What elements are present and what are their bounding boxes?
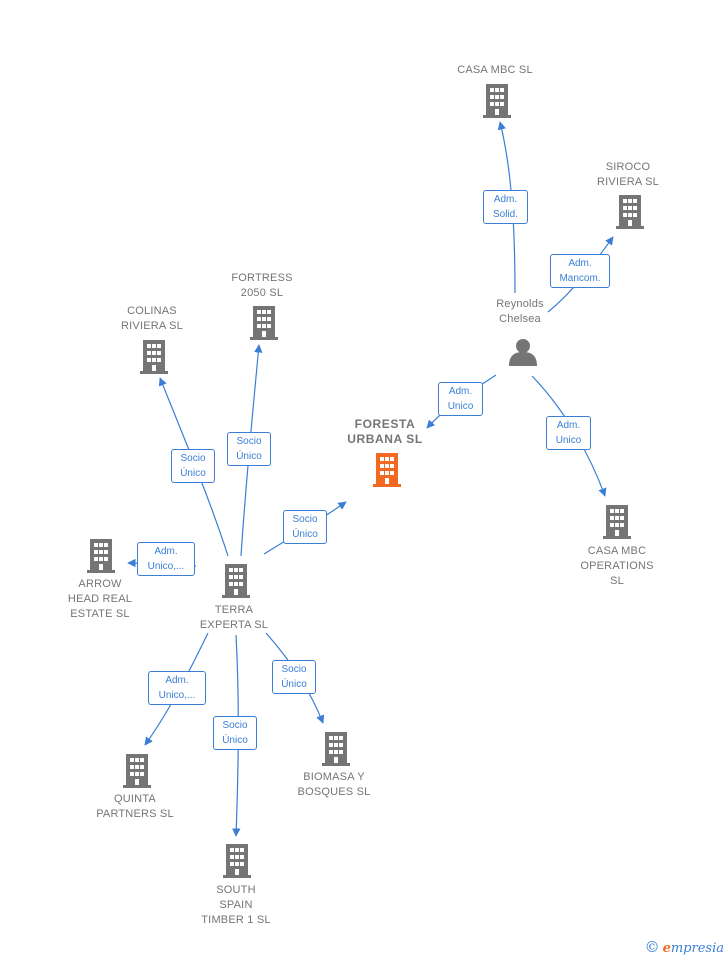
building-icon[interactable] (322, 732, 350, 766)
node-label-casa-mbc[interactable]: CASA MBC SL (457, 64, 533, 76)
edge-label-terra-colinas: Socio Único (171, 449, 215, 483)
edge-label-terra-quinta: Adm. Unico,... (148, 671, 206, 705)
node-label-reynolds[interactable]: Reynolds Chelsea (496, 298, 544, 325)
person-icon[interactable] (509, 339, 537, 366)
node-label-casa-mbc-ops[interactable]: CASA MBC OPERATIONS SL (580, 545, 654, 587)
node-label-south-spain[interactable]: SOUTH SPAIN TIMBER 1 SL (201, 884, 271, 926)
edge-label-terra-foresta: Socio Único (283, 510, 327, 544)
edge-label-reynolds-siroco: Adm. Mancom. (550, 254, 610, 288)
copyright-icon: © (644, 938, 660, 956)
building-icon[interactable] (603, 505, 631, 539)
edge-label-terra-south: Socio Único (213, 716, 257, 750)
building-icon[interactable] (123, 754, 151, 788)
node-label-arrow-head[interactable]: ARROW HEAD REAL ESTATE SL (67, 578, 133, 620)
node-label-biomasa[interactable]: BIOMASA Y BOSQUES SL (297, 771, 371, 798)
node-label-fortress[interactable]: FORTRESS 2050 SL (231, 272, 293, 299)
edge-label-terra-biomasa: Socio Único (272, 660, 316, 694)
empresia-brand[interactable]: ©empresia (645, 938, 724, 956)
edge-label-reynolds-casa-ops: Adm. Unico (546, 416, 591, 450)
building-icon[interactable] (87, 539, 115, 573)
building-icon[interactable] (373, 453, 401, 487)
building-icon[interactable] (140, 340, 168, 374)
node-label-terra[interactable]: TERRA EXPERTA SL (199, 604, 269, 631)
building-icon[interactable] (616, 195, 644, 229)
building-icon[interactable] (483, 84, 511, 118)
node-label-colinas[interactable]: COLINAS RIVIERA SL (121, 305, 183, 332)
brand-initial: e (662, 941, 671, 956)
edge-label-terra-arrow: Adm. Unico,... (137, 542, 195, 576)
building-icon[interactable] (223, 844, 251, 878)
building-icon[interactable] (222, 564, 250, 598)
edge-label-reynolds-foresta: Adm. Unico (438, 382, 483, 416)
node-label-quinta[interactable]: QUINTA PARTNERS SL (96, 793, 174, 820)
edge-label-terra-fortress: Socio Único (227, 432, 271, 466)
node-label-foresta[interactable]: FORESTA URBANA SL (347, 417, 423, 446)
building-icon[interactable] (250, 306, 278, 340)
node-label-siroco[interactable]: SIROCO RIVIERA SL (597, 161, 659, 188)
edge-label-reynolds-casa-mbc: Adm. Solid. (483, 190, 528, 224)
brand-name: mpresia (670, 941, 724, 956)
